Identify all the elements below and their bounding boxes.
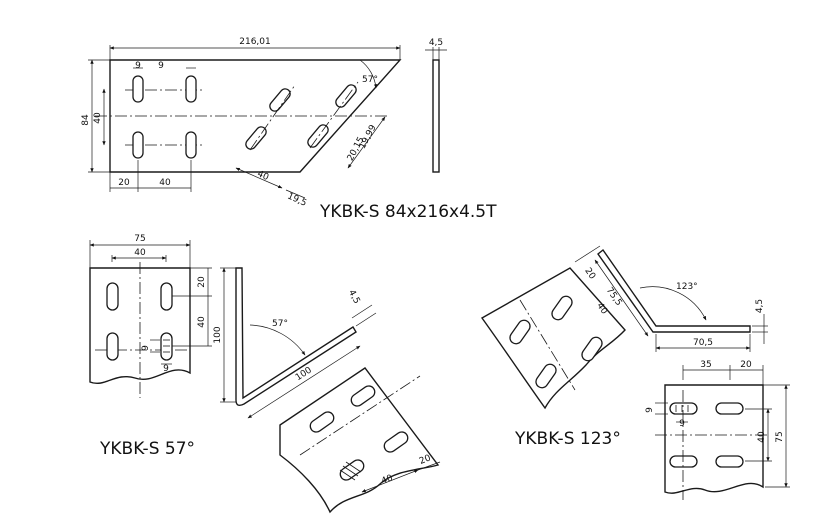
slot [581,336,603,362]
slot [185,75,197,103]
slot [245,126,267,150]
slot [269,88,291,112]
slot [535,363,557,389]
title-57: YKBK-S 57° [99,439,195,459]
slot [309,411,335,433]
bend-123-profile [597,248,751,333]
dim-hole-spacing-h: 40 [159,178,171,188]
dim-diag-len: 75,5 [604,286,624,308]
plate-57-inclined [279,367,440,514]
dim-edge-top: 20 [197,276,207,288]
dim-bottom-spacing: 40 [380,473,395,487]
dim-v-spacing: 40 [757,431,767,443]
dim-slot-pitch: 9 [163,364,169,374]
dim-angle: 123° [676,282,698,292]
dim-thickness: 4,5 [755,299,765,313]
dim-slot-width: 9 [158,61,164,71]
slot [132,75,144,103]
dim-diag-spacing: 40 [594,301,609,316]
slot [509,319,531,345]
dim-base-len: 70,5 [693,338,713,348]
slot [350,385,376,407]
slot [715,402,744,415]
centerline [519,299,576,391]
dim-h-edge: 20 [740,360,752,370]
slot [339,459,365,481]
title-123: YKBK-S 123° [514,429,621,449]
dim-slot-width: 9 [141,345,151,351]
dim-slot-width: 9 [135,61,141,71]
slot [160,282,173,311]
dim-width: 75 [134,234,145,244]
dim-length: 216,01 [239,37,271,47]
angle-57-drawing: 75 40 20 40 9 9 100 57° 100 4,5 [89,234,441,514]
plate-57-outline [89,267,191,385]
dim-edge-offset: 20 [118,178,130,188]
title-flat: YKBK-S 84x216x4.5T [319,202,497,222]
flat-plate-outline [109,59,402,173]
slot [551,295,573,321]
dim-bottom-edge: 20 [418,453,433,467]
dim-hole-spacing-v: 40 [93,112,103,124]
slot [160,332,173,361]
dim-edge-top: 20 [582,266,597,281]
dim-angle: 57° [362,75,378,85]
dim-height: 84 [81,114,91,126]
diag-centerline [309,81,359,149]
dim-hole-spacing-h: 40 [134,248,146,258]
slot [669,455,698,468]
dim-slot-pitch: 9 [679,419,685,429]
dim-diag-spacing: 40 [256,169,271,183]
slot [307,124,329,148]
dim-slot-width: 9 [645,407,655,413]
plate-123-base [664,384,764,494]
dim-hole-spacing-v: 40 [197,316,207,328]
slot [383,431,409,453]
dim-angle: 57° [272,319,288,329]
angle-123-drawing: 20 75,5 40 123° 4,5 70,5 35 20 [480,245,790,500]
plate-123-inclined [480,267,626,410]
slot [335,84,357,108]
plate-side-view [432,59,440,173]
slot [106,332,119,361]
dim-leg-long: 100 [294,365,314,383]
slot [185,131,197,159]
dim-leg: 100 [213,326,223,343]
slot [132,131,144,159]
dim-h-spacing: 35 [700,360,711,370]
diag-centerline [249,84,296,151]
dim-diag-offset: 19,5 [286,192,308,209]
slot [715,455,744,468]
dim-thickness: 4,5 [429,38,443,48]
dim-thickness: 4,5 [346,288,362,305]
flat-part-drawing: 216,01 4,5 84 40 9 9 20 40 57° 19,99 20,… [81,37,497,222]
slot [106,282,119,311]
centerline [299,375,421,456]
slot [669,402,698,415]
bend-57-profile [235,267,357,407]
dim-height: 75 [775,431,785,442]
